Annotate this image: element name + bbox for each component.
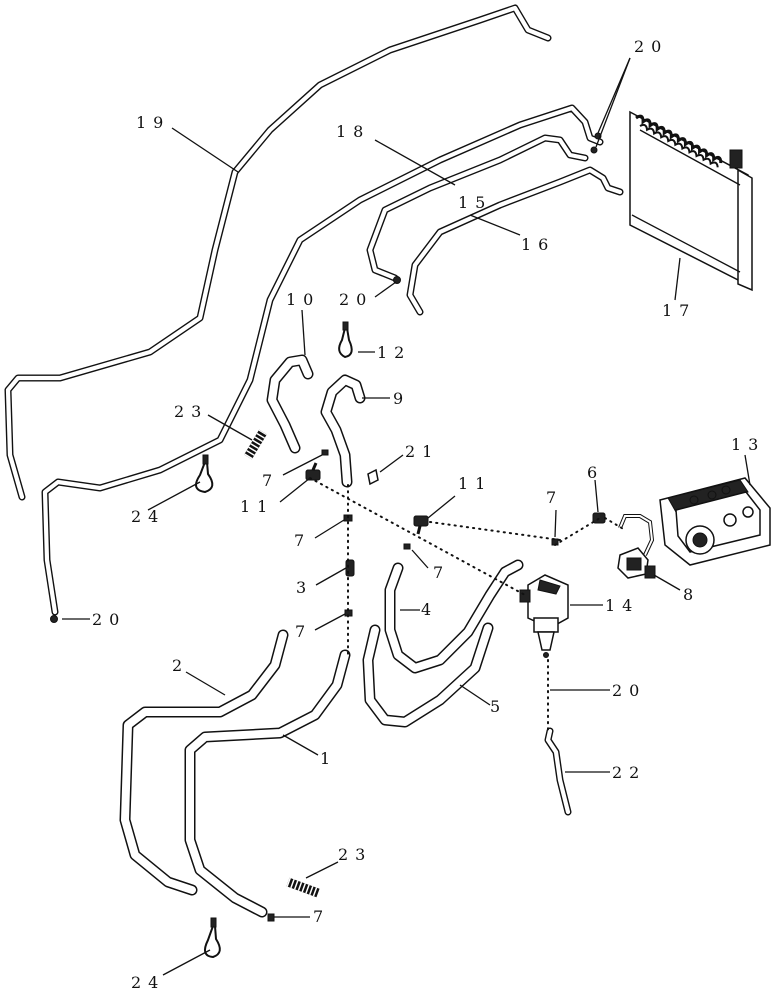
callout-9: 9 <box>393 389 410 408</box>
callout-20-left: 20 <box>92 610 126 629</box>
callout-7-top: 7 <box>262 471 279 490</box>
washer-7-top <box>321 449 329 456</box>
callout-14: 14 <box>605 596 639 615</box>
tube-16 <box>406 166 624 316</box>
hose-22 <box>544 727 572 816</box>
fuel-filter-14 <box>519 574 569 658</box>
callout-5: 5 <box>490 697 507 716</box>
hose-1 <box>184 649 351 918</box>
callout-labels: 19 18 15 16 17 20 20 20 20 10 12 9 23 23… <box>92 37 765 992</box>
fitting-20-left <box>50 615 58 623</box>
callout-18: 18 <box>336 122 370 141</box>
callout-11-left: 11 <box>240 497 274 516</box>
callout-8: 8 <box>683 585 700 604</box>
hose-2 <box>119 629 289 896</box>
callout-23-upper: 23 <box>174 402 208 421</box>
callout-7-upper: 7 <box>294 531 311 550</box>
tube-19 <box>4 4 552 501</box>
fitting-11-left <box>305 462 321 481</box>
callout-16: 16 <box>521 235 555 254</box>
leader-lines <box>62 57 751 976</box>
fitting-20-lower <box>590 146 598 154</box>
callout-15: 15 <box>458 193 492 212</box>
fuel-cooler <box>629 110 753 292</box>
fitting-11-right <box>413 515 429 535</box>
callout-10: 10 <box>286 290 320 309</box>
tube-15 <box>366 134 589 282</box>
callout-3: 3 <box>296 578 313 597</box>
callout-7-bottom: 7 <box>313 907 330 926</box>
washer-7-mid <box>403 543 411 550</box>
callout-17: 17 <box>662 301 696 320</box>
callout-23-lower: 23 <box>338 845 372 864</box>
callout-7-right: 7 <box>546 488 563 507</box>
callout-11-right: 11 <box>458 474 492 493</box>
hose-10 <box>266 354 314 454</box>
callout-19: 19 <box>136 113 170 132</box>
lift-pump-8 <box>617 514 656 579</box>
tube-18 <box>41 104 604 616</box>
loop-clamp-24-upper <box>195 454 214 494</box>
callout-20-mid: 20 <box>339 290 373 309</box>
callout-20-top: 20 <box>634 37 668 56</box>
callout-24-upper: 24 <box>131 507 165 526</box>
hose-4 <box>384 559 524 674</box>
fitting-21 <box>367 468 379 486</box>
assembly-lines <box>309 477 626 731</box>
callout-21: 21 <box>405 442 439 461</box>
callout-22: 22 <box>612 763 646 782</box>
hose-5 <box>362 622 494 728</box>
callout-12: 12 <box>377 343 411 362</box>
sleeve-23-upper <box>244 429 267 460</box>
callout-7-lower: 7 <box>295 622 312 641</box>
washer-7-bottom <box>267 913 275 922</box>
callout-20-right: 20 <box>612 681 646 700</box>
loop-clamp-24-lower <box>203 917 221 959</box>
callout-1: 1 <box>320 749 337 768</box>
callout-2: 2 <box>172 656 189 675</box>
callout-24-lower: 24 <box>131 973 165 992</box>
callout-7-mid: 7 <box>433 563 450 582</box>
callout-13: 13 <box>731 435 765 454</box>
hose-9 <box>320 374 366 488</box>
sleeve-23-lower <box>286 877 320 898</box>
injection-pump-13 <box>659 477 771 566</box>
callout-4: 4 <box>421 600 438 619</box>
loop-clamp-12 <box>338 321 353 359</box>
callout-6: 6 <box>587 463 604 482</box>
